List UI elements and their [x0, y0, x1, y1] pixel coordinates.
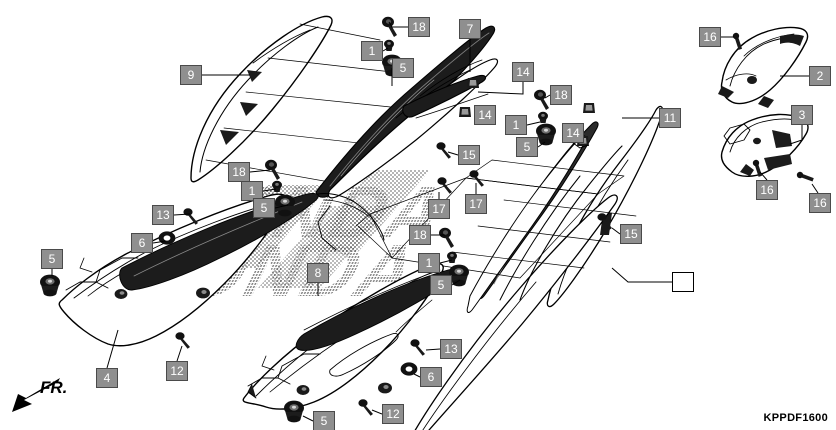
callout-4-side-cover-left[interactable]: 4: [96, 368, 118, 388]
part-code-label: KPPDF1600: [763, 412, 828, 424]
callout-2-cover-upper[interactable]: 2: [809, 66, 831, 86]
callout-6-grommet-lower[interactable]: 6: [420, 367, 442, 387]
callout-5-grommet-lower[interactable]: 5: [430, 275, 452, 295]
callout-1-collar-right[interactable]: 1: [505, 115, 527, 135]
callout-blank-unnumbered[interactable]: [672, 272, 694, 292]
callout-5-grommet-left[interactable]: 5: [253, 198, 275, 218]
callout-5-grommet-far-left[interactable]: 5: [41, 249, 63, 269]
callout-8-side-cover-right[interactable]: 8: [307, 263, 329, 283]
callout-6-grommet-left[interactable]: 6: [131, 233, 153, 253]
front-direction-marker: FR.: [6, 376, 84, 416]
callout-5-grommet-bottom[interactable]: 5: [313, 411, 335, 430]
callout-11-rear-fender[interactable]: 11: [659, 108, 681, 128]
front-direction-label: FR.: [40, 378, 68, 397]
callout-15-screw-left[interactable]: 15: [458, 145, 480, 165]
callout-13-nut-left[interactable]: 13: [152, 205, 174, 225]
callout-1-collar-left[interactable]: 1: [241, 181, 263, 201]
callout-18-bolt-right[interactable]: 18: [550, 85, 572, 105]
callout-16-screw-left[interactable]: 16: [756, 180, 778, 200]
callout-12-screw-left[interactable]: 12: [166, 361, 188, 381]
callout-3-cover-lower[interactable]: 3: [791, 105, 813, 125]
callout-14-clip-upper[interactable]: 14: [512, 62, 534, 82]
callout-15-screw-right[interactable]: 15: [620, 224, 642, 244]
callout-1-collar-top[interactable]: 1: [361, 41, 383, 61]
callout-5-grommet-right[interactable]: 5: [516, 137, 538, 157]
callout-5-grommet-top[interactable]: 5: [392, 58, 414, 78]
callout-12-screw-lower[interactable]: 12: [382, 404, 404, 424]
callout-14-clip-right[interactable]: 14: [562, 123, 584, 143]
callout-9-seat-cowl-left[interactable]: 9: [180, 65, 202, 85]
callout-17-screw-a[interactable]: 17: [428, 199, 450, 219]
callout-18-bolt-left[interactable]: 18: [228, 162, 250, 182]
callout-16-screw-right[interactable]: 16: [809, 193, 831, 213]
callout-1-collar-lower[interactable]: 1: [418, 253, 440, 273]
callout-18-bolt-top[interactable]: 18: [408, 17, 430, 37]
callout-7-rear-frame[interactable]: 7: [459, 19, 481, 39]
callout-17-screw-b[interactable]: 17: [465, 194, 487, 214]
callout-16-screw-top[interactable]: 16: [699, 27, 721, 47]
callout-14-clip-mid[interactable]: 14: [474, 105, 496, 125]
callout-18-bolt-lower[interactable]: 18: [409, 225, 431, 245]
callout-13-nut-lower[interactable]: 13: [440, 339, 462, 359]
